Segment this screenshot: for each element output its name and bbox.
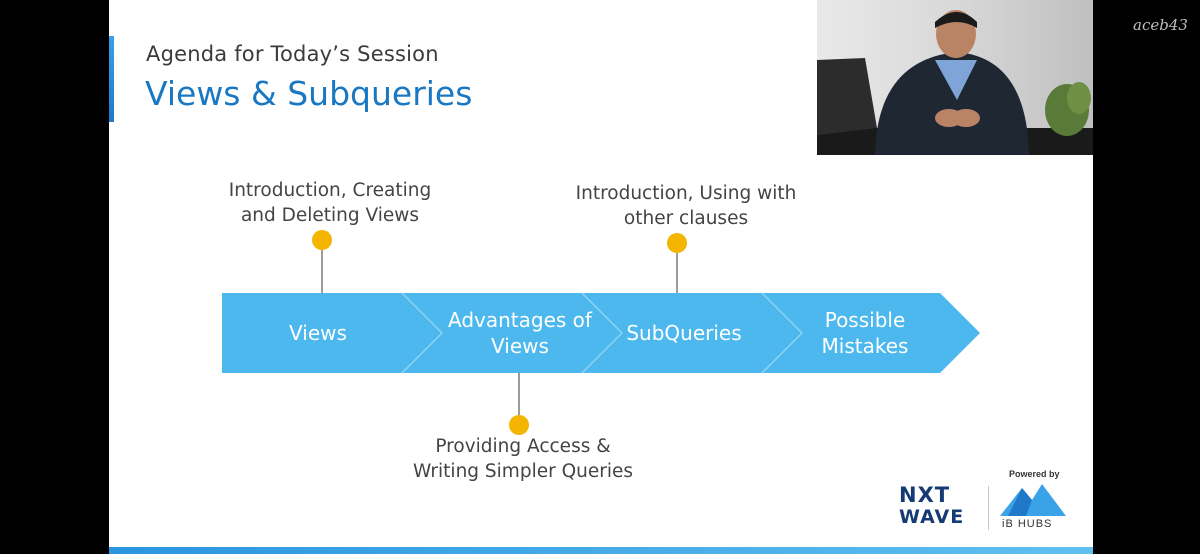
arrow-divider xyxy=(401,292,443,334)
ib-hubs-mountain-icon xyxy=(1000,484,1066,516)
slide-title: Views & Subqueries xyxy=(145,74,473,113)
slide-subtitle: Agenda for Today’s Session xyxy=(146,42,439,66)
step-label-advantages: Advantages of Views xyxy=(434,307,606,359)
nxtwave-logo: NXT WAVE xyxy=(899,484,964,528)
note-line: other clauses xyxy=(623,208,749,229)
note-advantages: Providing Access & Writing Simpler Queri… xyxy=(392,434,654,484)
step-arrow-mistakes xyxy=(762,293,980,373)
note-subqueries: Introduction, Using with other clauses xyxy=(552,181,820,231)
step-label-views: Views xyxy=(232,320,404,346)
bottom-accent-bar xyxy=(109,547,1093,554)
step-label-subqueries: SubQueries xyxy=(598,320,770,346)
presenter-webcam xyxy=(817,0,1093,155)
step-label-line: Views xyxy=(491,334,549,358)
arrow-divider xyxy=(761,332,803,374)
nxtwave-logo-bottom: WAVE xyxy=(899,506,965,528)
note-views: Introduction, Creating and Deleting View… xyxy=(205,178,455,228)
note-line: Providing Access & xyxy=(435,436,611,457)
step-arrow-advantages xyxy=(402,293,622,373)
note-line: Introduction, Using with xyxy=(575,183,797,204)
marker-dot-advantages xyxy=(509,415,529,435)
step-label-line: Possible xyxy=(824,308,906,332)
presenter-video-frame xyxy=(817,0,1093,155)
ib-hubs-label: iB HUBS xyxy=(1002,518,1053,530)
arrow-divider xyxy=(401,332,443,374)
note-line: Writing Simpler Queries xyxy=(412,461,634,482)
logo-divider xyxy=(988,486,989,530)
arrow-divider xyxy=(581,332,623,374)
title-accent-bar xyxy=(109,36,114,122)
note-line: Introduction, Creating xyxy=(228,180,432,201)
arrow-divider xyxy=(581,292,623,334)
step-arrow-subqueries xyxy=(582,293,802,373)
powered-by-label: Powered by xyxy=(1009,469,1060,479)
step-label-line: Advantages of xyxy=(448,308,592,332)
note-line: and Deleting Views xyxy=(240,205,420,226)
step-label-line: SubQueries xyxy=(626,321,742,345)
watermark-text: aceb43 xyxy=(1133,16,1188,34)
step-arrow-views xyxy=(222,293,442,373)
arrow-divider xyxy=(761,292,803,334)
step-label-mistakes: Possible Mistakes xyxy=(779,307,951,359)
nxtwave-logo-top: NXT xyxy=(899,483,951,507)
step-label-line: Views xyxy=(289,321,347,345)
marker-dot-subqueries xyxy=(667,233,687,253)
step-label-line: Mistakes xyxy=(821,334,909,358)
marker-dot-views xyxy=(312,230,332,250)
